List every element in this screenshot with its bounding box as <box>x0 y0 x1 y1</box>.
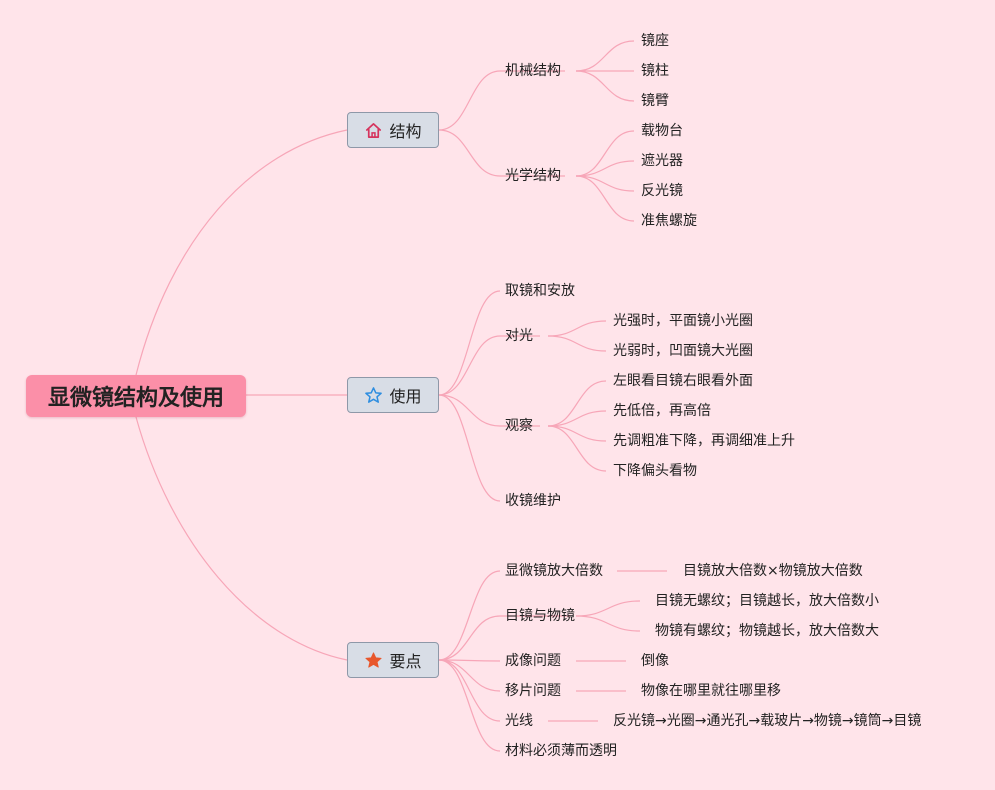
connector-line <box>438 129 501 177</box>
connector-line <box>438 394 501 502</box>
subtopic-item[interactable]: 物镜有螺纹；物镜越长，放大倍数大 <box>655 623 879 639</box>
connector-line <box>438 659 501 662</box>
branch-structure[interactable]: 结构 <box>347 112 439 148</box>
connector-line <box>575 600 641 617</box>
connector-line <box>575 175 635 192</box>
branch-label: 使用 <box>389 387 422 406</box>
branch-usage[interactable]: 使用 <box>347 377 439 413</box>
root-topic[interactable]: 显微镜结构及使用 <box>26 375 246 417</box>
topic-item[interactable]: 移片问题 <box>505 683 561 699</box>
connector-line <box>438 659 501 692</box>
topic-item[interactable]: 光学结构 <box>505 168 561 184</box>
connector-line <box>135 129 348 376</box>
branch-label: 要点 <box>389 652 422 671</box>
connector-line <box>575 160 635 177</box>
star-outline-icon <box>365 386 383 403</box>
subtopic-item[interactable]: 镜臂 <box>641 93 669 109</box>
connector-line <box>547 320 607 337</box>
branch-key-points[interactable]: 要点 <box>347 642 439 678</box>
subtopic-item[interactable]: 先调粗准下降，再调细准上升 <box>613 433 795 449</box>
subtopic-item[interactable]: 反光镜 <box>641 183 683 199</box>
connector-line <box>438 394 501 427</box>
star-filled-icon <box>365 651 383 668</box>
connector-line <box>575 175 635 222</box>
topic-item[interactable]: 机械结构 <box>505 63 561 79</box>
connector-line <box>547 425 607 472</box>
subtopic-item[interactable]: 光弱时，凹面镜大光圈 <box>613 343 753 359</box>
subtopic-item[interactable]: 左眼看目镜右眼看外面 <box>613 373 753 389</box>
connector-line <box>547 410 607 427</box>
subtopic-item[interactable]: 镜柱 <box>641 63 669 79</box>
subtopic-item[interactable]: 载物台 <box>641 123 683 139</box>
connector-line <box>438 335 501 396</box>
connector-line <box>135 416 348 661</box>
topic-item[interactable]: 光线 <box>505 713 533 729</box>
topic-item[interactable]: 取镜和安放 <box>505 283 575 299</box>
topic-item[interactable]: 对光 <box>505 328 533 344</box>
subtopic-item[interactable]: 遮光器 <box>641 153 683 169</box>
connector-line <box>575 70 635 102</box>
connector-line <box>575 130 635 177</box>
subtopic-item[interactable]: 下降偏头看物 <box>613 463 697 479</box>
subtopic-item[interactable]: 先低倍，再高倍 <box>613 403 711 419</box>
connector-line <box>438 290 501 396</box>
subtopic-item[interactable]: 反光镜→光圈→通光孔→载玻片→物镜→镜筒→目镜 <box>613 713 922 729</box>
topic-item[interactable]: 成像问题 <box>505 653 561 669</box>
subtopic-item[interactable]: 光强时，平面镜小光圈 <box>613 313 753 329</box>
connector-line <box>438 615 501 661</box>
connector-line <box>575 40 635 72</box>
connector-line <box>438 659 501 722</box>
subtopic-item[interactable]: 准焦螺旋 <box>641 213 697 229</box>
connector-line <box>438 570 501 661</box>
subtopic-item[interactable]: 物像在哪里就往哪里移 <box>641 683 781 699</box>
topic-item[interactable]: 目镜与物镜 <box>505 608 575 624</box>
house-icon <box>366 122 382 138</box>
topic-item[interactable]: 收镜维护 <box>505 493 561 509</box>
subtopic-item[interactable]: 目镜放大倍数×物镜放大倍数 <box>683 563 863 579</box>
connector-line <box>575 615 641 632</box>
subtopic-item[interactable]: 倒像 <box>641 653 669 669</box>
topic-item[interactable]: 观察 <box>505 418 533 434</box>
connector-line <box>438 70 501 131</box>
subtopic-item[interactable]: 镜座 <box>641 33 669 49</box>
connector-line <box>438 659 501 752</box>
topic-item[interactable]: 显微镜放大倍数 <box>505 563 603 579</box>
topic-item[interactable]: 材料必须薄而透明 <box>505 743 617 759</box>
subtopic-item[interactable]: 目镜无螺纹；目镜越长，放大倍数小 <box>655 593 879 609</box>
connector-line <box>547 425 607 442</box>
connector-line <box>547 380 607 427</box>
branch-label: 结构 <box>389 122 422 141</box>
connector-line <box>547 335 607 352</box>
